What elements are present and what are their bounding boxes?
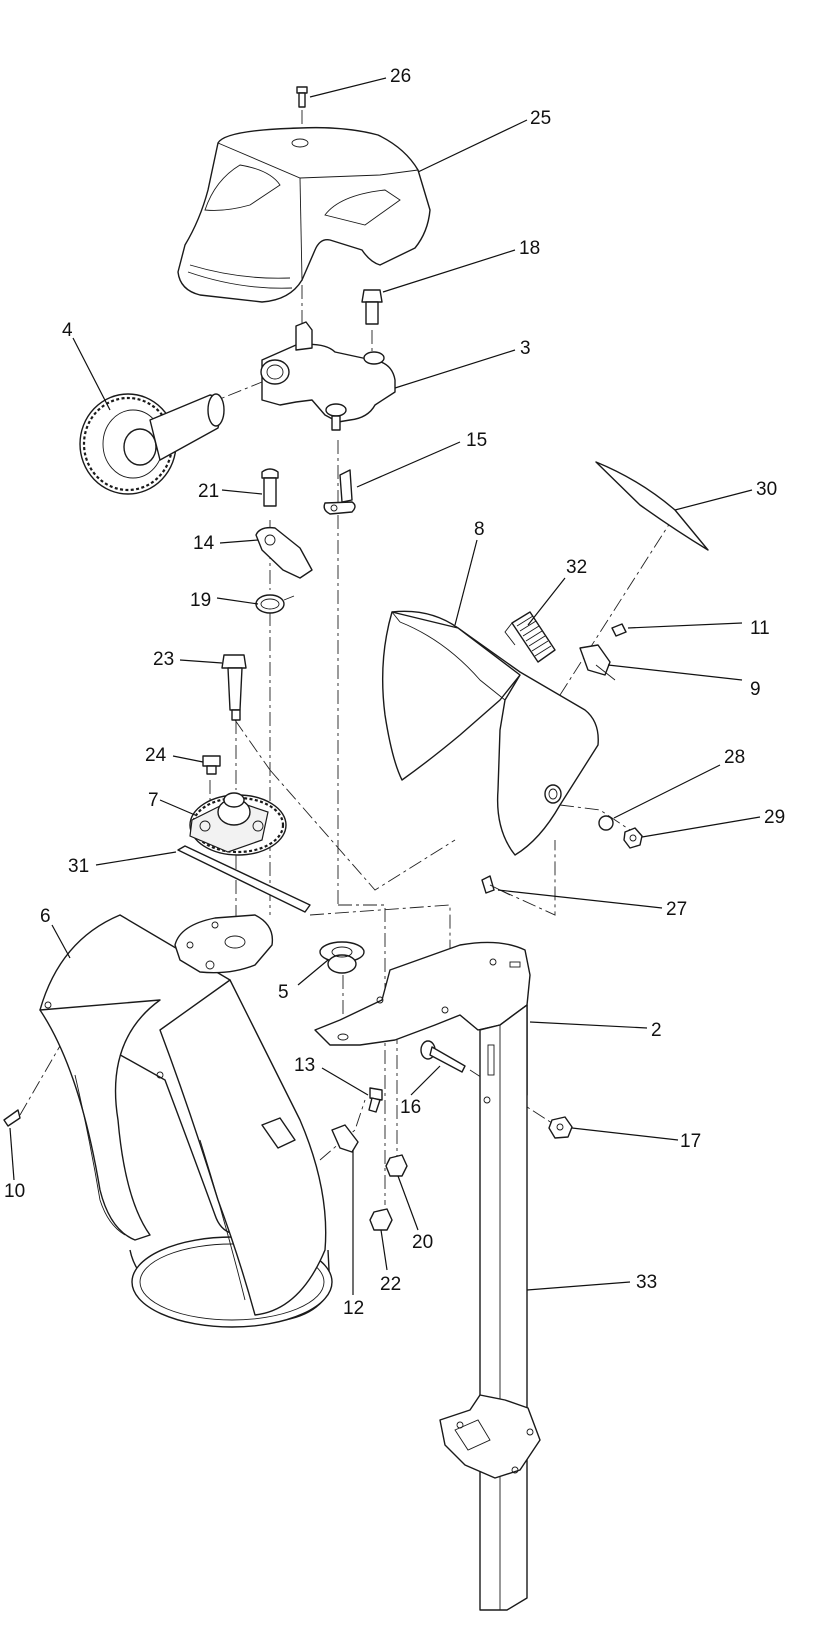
callout-9: 9 xyxy=(750,679,761,700)
callout-5: 5 xyxy=(278,982,289,1003)
callout-31: 31 xyxy=(68,856,89,877)
bracket-bolt xyxy=(361,289,383,325)
torsion-spring xyxy=(255,594,295,614)
chute-ring-plate xyxy=(174,914,274,974)
callout-8: 8 xyxy=(474,519,485,540)
flange-nut xyxy=(548,1116,573,1139)
pivot-bolt xyxy=(420,1040,466,1073)
callout-11: 11 xyxy=(750,618,770,639)
pivot-pin xyxy=(261,468,279,507)
callout-30: 30 xyxy=(756,479,777,500)
deflector-plate xyxy=(177,845,311,913)
gear-screw xyxy=(202,755,221,775)
bevel-gear xyxy=(79,393,225,495)
callout-25: 25 xyxy=(530,108,551,129)
callout-16: 16 xyxy=(400,1097,421,1118)
assembly-centerlines xyxy=(19,110,676,1205)
spur-gear xyxy=(189,792,287,856)
callout-27: 27 xyxy=(666,899,687,920)
chute-screw xyxy=(3,1109,21,1127)
hex-nut-lower xyxy=(369,1208,393,1231)
shoulder-bolt xyxy=(221,654,247,721)
callout-26: 26 xyxy=(390,66,411,87)
callout-3: 3 xyxy=(520,338,531,359)
callout-23: 23 xyxy=(153,649,174,670)
callout-13: 13 xyxy=(294,1055,315,1076)
deflector-gasket xyxy=(595,461,709,551)
callout-22: 22 xyxy=(380,1274,401,1295)
latch-pin xyxy=(368,1087,383,1113)
callout-14: 14 xyxy=(193,533,215,554)
detent-clip xyxy=(323,469,356,515)
callout-4: 4 xyxy=(62,320,73,341)
lock-nut xyxy=(623,827,643,849)
spacer xyxy=(598,815,614,831)
callout-12: 12 xyxy=(343,1298,364,1319)
deflector-spring xyxy=(504,611,556,663)
callout-20: 20 xyxy=(412,1232,433,1253)
leader-lines xyxy=(9,77,761,1295)
callout-32: 32 xyxy=(566,557,587,578)
callout-24: 24 xyxy=(145,745,167,766)
callout-29: 29 xyxy=(764,807,785,828)
callout-19: 19 xyxy=(190,590,211,611)
deflector xyxy=(381,610,599,856)
callout-labels: 26 25 18 3 4 15 21 14 30 8 32 19 11 9 23… xyxy=(4,66,785,1319)
callout-17: 17 xyxy=(680,1131,701,1152)
flange-bushing xyxy=(319,941,365,974)
control-tube xyxy=(439,1004,541,1611)
callout-21: 21 xyxy=(198,481,219,502)
callout-6: 6 xyxy=(40,906,51,927)
chute-cover xyxy=(177,126,431,303)
callout-7: 7 xyxy=(148,790,159,811)
callout-2: 2 xyxy=(651,1020,662,1041)
latch-plate xyxy=(331,1124,359,1153)
hex-nut-upper xyxy=(385,1154,408,1177)
discharge-chute xyxy=(39,914,333,1328)
callout-10: 10 xyxy=(4,1181,25,1202)
callout-18: 18 xyxy=(519,238,540,259)
lock-lever xyxy=(255,526,313,579)
callout-15: 15 xyxy=(466,430,487,451)
gear-bracket xyxy=(260,321,396,431)
bracket-screw xyxy=(611,623,627,637)
cover-screw xyxy=(296,86,308,108)
spring-bracket xyxy=(579,644,616,681)
callout-28: 28 xyxy=(724,747,745,768)
callout-33: 33 xyxy=(636,1272,657,1293)
